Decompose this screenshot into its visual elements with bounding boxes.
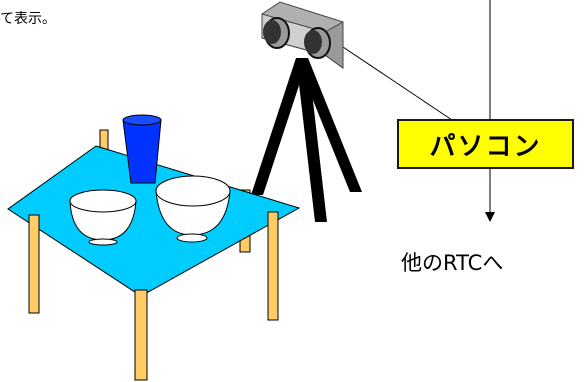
output-arrow-head bbox=[485, 212, 495, 222]
blue-cup bbox=[122, 114, 162, 184]
destination-label: 他のRTCへ bbox=[401, 251, 504, 275]
tripod bbox=[251, 58, 362, 222]
caption-fragment: て表示。 bbox=[0, 11, 56, 27]
pc-box: パソコン bbox=[397, 119, 574, 169]
camera-pc-cable bbox=[339, 44, 453, 121]
large-bowl bbox=[155, 175, 231, 243]
table-front-legs bbox=[28, 211, 279, 381]
stereo-camera bbox=[261, 1, 344, 69]
small-bowl bbox=[69, 189, 137, 246]
